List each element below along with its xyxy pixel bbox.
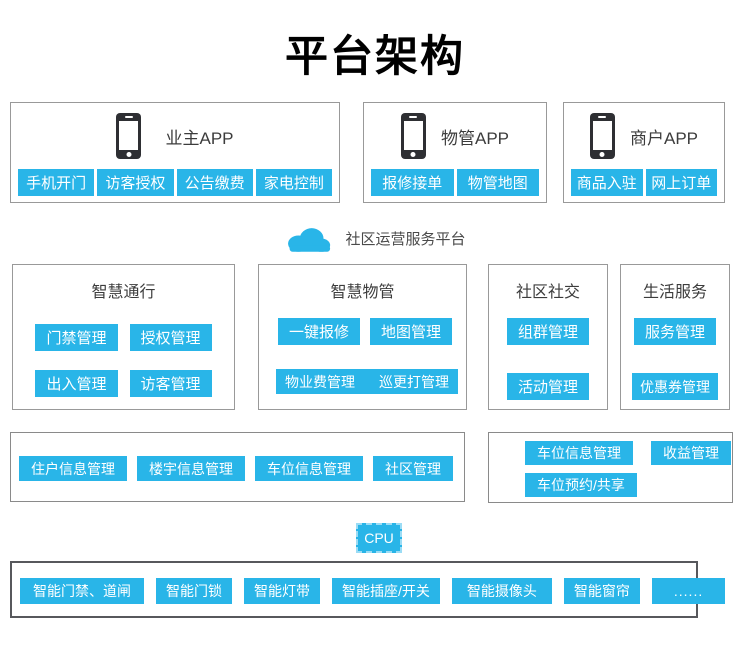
- app-box-header: 商户APP: [564, 103, 724, 169]
- device-button-row: 智能门禁、道闸 智能门锁 智能灯带 智能插座/开关 智能摄像头 智能窗帘 ...…: [20, 578, 726, 604]
- phone-icon: [589, 113, 615, 159]
- module-button: 活动管理: [506, 373, 589, 400]
- app-box-header: 物管APP: [364, 103, 546, 169]
- module-button: 组群管理: [506, 318, 589, 345]
- module-box-smart-access: 智慧通行 门禁管理 授权管理 出入管理 访客管理: [12, 264, 235, 410]
- device-button: ......: [651, 578, 726, 604]
- app-feature-button: 公告缴费: [176, 169, 253, 196]
- module-title: 智慧通行: [91, 284, 156, 301]
- module-box-smart-property: 智慧物管 一键报修 地图管理 物业费管理 巡更打管理: [258, 264, 467, 410]
- app-title: 商户APP: [629, 128, 699, 148]
- app-box-owner: 业主APP 手机开门 访客授权 公告缴费 家电控制: [10, 102, 340, 203]
- module-button: 门禁管理: [35, 324, 118, 351]
- page-title: 平台架构: [285, 33, 465, 81]
- device-box: 智能门禁、道闸 智能门锁 智能灯带 智能插座/开关 智能摄像头 智能窗帘 ...…: [10, 561, 726, 618]
- app-feature-row: 报修接单 物管地图: [364, 169, 546, 202]
- app-feature-row: 商品入驻 网上订单: [564, 169, 724, 202]
- info-button: 收益管理: [651, 441, 731, 465]
- module-box-community-social: 社区社交 组群管理 活动管理: [488, 264, 608, 410]
- module-title: 社区社交: [515, 284, 580, 301]
- info-button: 楼宇信息管理: [137, 456, 245, 481]
- module-button: 授权管理: [129, 324, 212, 351]
- app-feature-button: 手机开门: [18, 169, 95, 196]
- app-feature-row: 手机开门 访客授权 公告缴费 家电控制: [11, 169, 339, 202]
- module-button-bar: 物业费管理 巡更打管理: [276, 369, 458, 394]
- module-button: 优惠券管理: [632, 373, 718, 400]
- module-title: 智慧物管: [330, 284, 395, 301]
- platform-label: 社区运营服务平台: [345, 230, 466, 248]
- app-box-header: 业主APP: [11, 103, 339, 169]
- app-feature-button: 访客授权: [97, 169, 174, 196]
- app-title: 业主APP: [165, 128, 234, 148]
- module-button: 出入管理: [35, 370, 118, 397]
- info-button: 住户信息管理: [19, 456, 127, 481]
- app-feature-button: 物管地图: [456, 169, 539, 196]
- module-button: 一键报修: [278, 318, 361, 345]
- module-button: 访客管理: [129, 370, 212, 397]
- device-button: 智能插座/开关: [332, 578, 440, 604]
- app-feature-button: 家电控制: [255, 169, 332, 196]
- module-title: 生活服务: [642, 284, 707, 301]
- info-button: 车位预约/共享: [525, 473, 637, 497]
- cloud-icon: [288, 227, 331, 252]
- phone-icon: [400, 113, 426, 159]
- device-button: 智能窗帘: [563, 578, 640, 604]
- info-box-parking: 车位信息管理 收益管理 车位预约/共享: [488, 432, 733, 503]
- phone-icon: [116, 113, 142, 159]
- info-button: 社区管理: [373, 456, 453, 481]
- info-box-community-data: 住户信息管理 楼宇信息管理 车位信息管理 社区管理: [10, 432, 465, 502]
- app-feature-button: 网上订单: [645, 169, 717, 196]
- app-box-merchant: 商户APP 商品入驻 网上订单: [563, 102, 725, 203]
- module-box-life-services: 生活服务 服务管理 优惠券管理: [620, 264, 730, 410]
- module-button: 服务管理: [633, 318, 716, 345]
- module-button: 地图管理: [370, 318, 453, 345]
- cpu-node: CPU: [356, 523, 402, 553]
- platform-row: 社区运营服务平台: [0, 220, 750, 256]
- app-box-property: 物管APP 报修接单 物管地图: [363, 102, 547, 203]
- device-button: 智能门锁: [156, 578, 232, 604]
- info-button: 车位信息管理: [525, 441, 633, 465]
- app-feature-button: 商品入驻: [571, 169, 643, 196]
- device-button: 智能灯带: [244, 578, 320, 604]
- module-button: 物业费管理: [285, 373, 355, 390]
- info-button: 车位信息管理: [255, 456, 363, 481]
- app-feature-button: 报修接单: [371, 169, 454, 196]
- device-button: 智能摄像头: [451, 578, 552, 604]
- app-title: 物管APP: [440, 128, 510, 148]
- device-button: 智能门禁、道闸: [20, 578, 144, 604]
- module-button: 巡更打管理: [379, 373, 449, 390]
